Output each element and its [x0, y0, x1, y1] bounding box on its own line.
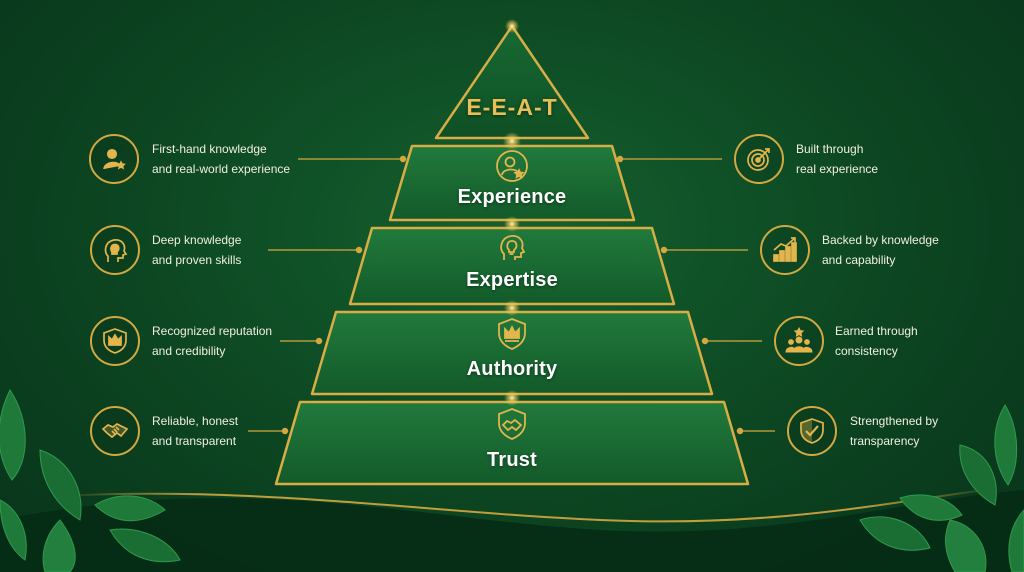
tier-shape-expertise	[348, 226, 676, 306]
description-line: transparency	[850, 434, 920, 448]
left-description-expertise: Deep knowledge and proven skills	[152, 230, 241, 270]
person-star-icon	[494, 148, 530, 184]
left-description-trust: Reliable, honest and transparent	[152, 411, 238, 451]
description-line: Deep knowledge	[152, 233, 242, 247]
description-line: and credibility	[152, 344, 226, 358]
right-description-expertise: Backed by knowledge and capability	[822, 230, 939, 270]
tier-shape-trust	[274, 400, 750, 486]
description-line: Strengthened by	[850, 414, 939, 428]
bottom-wave	[0, 490, 1024, 572]
tier-label-trust: Trust	[487, 449, 537, 471]
tier-shape-experience	[388, 144, 636, 222]
description-line: and capability	[822, 253, 896, 267]
description-line: Built through	[796, 142, 864, 156]
head-lightbulb-icon	[90, 225, 140, 275]
connectors-right	[616, 155, 775, 435]
tier-label-expertise: Expertise	[466, 269, 558, 291]
description-line: and transparent	[152, 434, 237, 448]
glow-point	[504, 390, 520, 406]
pyramid-apex	[434, 24, 590, 140]
apex-title: E-E-A-T	[466, 94, 558, 120]
description-line: consistency	[835, 344, 898, 358]
description-line: First-hand knowledge	[152, 142, 267, 156]
description-line: real experience	[796, 162, 879, 176]
growth-chart-icon	[760, 225, 810, 275]
group-star-icon	[774, 316, 824, 366]
tier-label-experience: Experience	[457, 186, 567, 208]
gold-wave-line	[59, 487, 1001, 523]
leaves-left-decoration	[0, 389, 181, 572]
connectors-left	[248, 155, 407, 435]
right-description-trust: Strengthened by transparency	[850, 411, 938, 451]
person-star-icon	[89, 134, 139, 184]
description-line: Earned through	[835, 324, 918, 338]
glow-point	[503, 132, 521, 150]
description-line: and real-world experience	[152, 162, 291, 176]
description-line: Backed by knowledge	[822, 233, 939, 247]
right-description-experience: Built through real experience	[796, 139, 878, 179]
check-shield-icon	[787, 406, 837, 456]
head-lightbulb-icon	[494, 230, 530, 266]
left-description-experience: First-hand knowledge and real-world expe…	[152, 139, 290, 179]
description-line: and proven skills	[152, 253, 242, 267]
handshake-shield-icon	[494, 406, 530, 442]
description-line: Reliable, honest	[152, 414, 239, 428]
tier-label-authority: Authority	[466, 358, 558, 380]
glow-point	[504, 216, 520, 232]
left-description-authority: Recognized reputation and credibility	[152, 321, 272, 361]
crown-shield-icon	[90, 316, 140, 366]
crown-shield-icon	[494, 316, 530, 352]
description-line: Recognized reputation	[152, 324, 273, 338]
glow-point	[504, 300, 520, 316]
leaves-right-decoration	[859, 404, 1024, 572]
apex-sparkle	[505, 19, 519, 33]
tier-shape-authority	[310, 310, 714, 396]
target-arrow-icon	[734, 134, 784, 184]
handshake-icon	[90, 406, 140, 456]
right-description-authority: Earned through consistency	[835, 321, 918, 361]
